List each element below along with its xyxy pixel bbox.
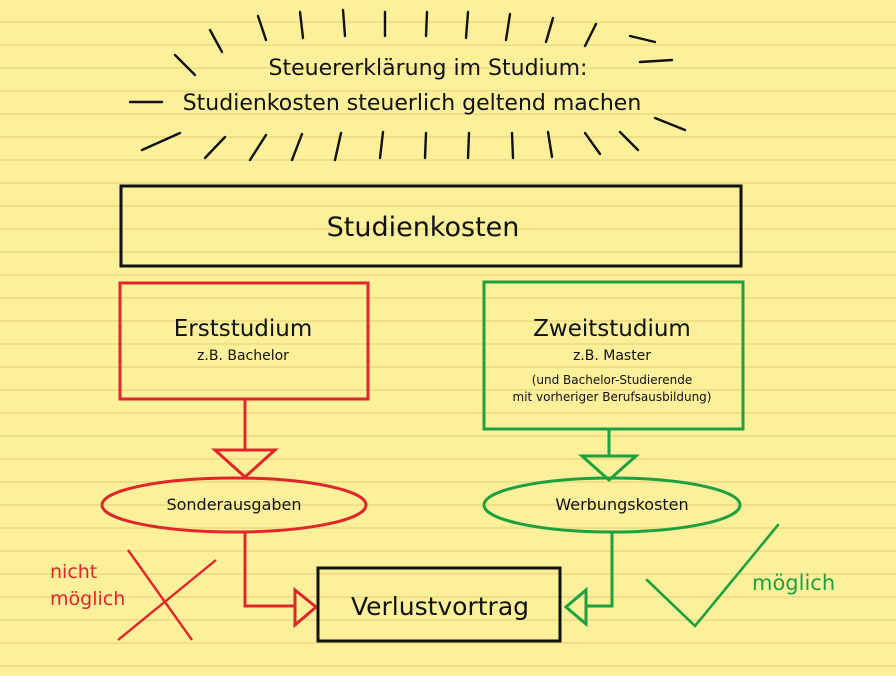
ray xyxy=(583,131,602,156)
left-branch xyxy=(100,281,370,641)
right-connector-to-verlust xyxy=(586,532,614,608)
ray xyxy=(378,130,385,160)
ray xyxy=(424,10,429,38)
moeglich-label: möglich xyxy=(752,571,835,595)
sonderausgaben-oval xyxy=(100,476,368,534)
left-arrowhead-down xyxy=(211,448,279,480)
ray xyxy=(638,58,674,64)
left-arrowhead-right xyxy=(293,586,319,629)
ray xyxy=(544,16,555,44)
ray xyxy=(290,132,304,162)
ray xyxy=(510,131,515,160)
cross-stroke-1 xyxy=(127,549,193,641)
right-arrowhead-down xyxy=(578,454,640,483)
ray xyxy=(583,22,598,48)
werbungskosten-label: Werbungskosten xyxy=(555,495,688,514)
sonderausgaben-label: Sonderausgaben xyxy=(166,495,301,514)
ray xyxy=(628,34,657,44)
ray xyxy=(140,131,182,152)
left-connector-to-verlust xyxy=(243,532,295,608)
erststudium-subtitle: z.B. Bachelor xyxy=(197,348,289,364)
ray xyxy=(466,131,471,160)
studienkosten-box xyxy=(119,184,743,268)
ray xyxy=(653,116,687,132)
verlustvortrag-label: Verlustvortrag xyxy=(351,592,529,621)
studienkosten-label: Studienkosten xyxy=(327,212,520,243)
right-arrowhead-left xyxy=(563,586,588,628)
ray xyxy=(423,131,428,160)
ray xyxy=(464,10,470,40)
zweitstudium-note-2: mit vorheriger Berufsausbildung) xyxy=(513,390,712,404)
ray xyxy=(298,10,305,40)
ray xyxy=(341,8,347,38)
verlustvortrag-box xyxy=(316,566,562,643)
ray xyxy=(173,53,197,77)
erststudium-title: Erststudium xyxy=(174,316,313,342)
cross-stroke-2 xyxy=(117,559,217,641)
check-mark xyxy=(645,523,780,628)
zweitstudium-box xyxy=(482,280,745,431)
zweitstudium-title: Zweitstudium xyxy=(533,316,691,342)
zweitstudium-subtitle: z.B. Master xyxy=(573,348,651,364)
ray xyxy=(546,130,554,159)
title-line-2: Studienkosten steuerlich geltend machen xyxy=(183,91,642,116)
ray xyxy=(203,135,227,160)
title-sunburst-rays xyxy=(128,8,687,162)
zweitstudium-note-1: (und Bachelor-Studierende xyxy=(532,373,693,387)
title-line-1: Steuererklärung im Studium: xyxy=(269,56,588,81)
ray xyxy=(248,133,268,162)
nicht-moeglich-line-2: möglich xyxy=(50,588,125,610)
nicht-moeglich-line-1: nicht xyxy=(50,561,97,583)
ray xyxy=(208,28,224,54)
right-branch xyxy=(482,280,780,628)
ray xyxy=(504,12,512,42)
ray xyxy=(256,14,268,42)
ray xyxy=(618,130,640,152)
ray xyxy=(333,131,343,162)
